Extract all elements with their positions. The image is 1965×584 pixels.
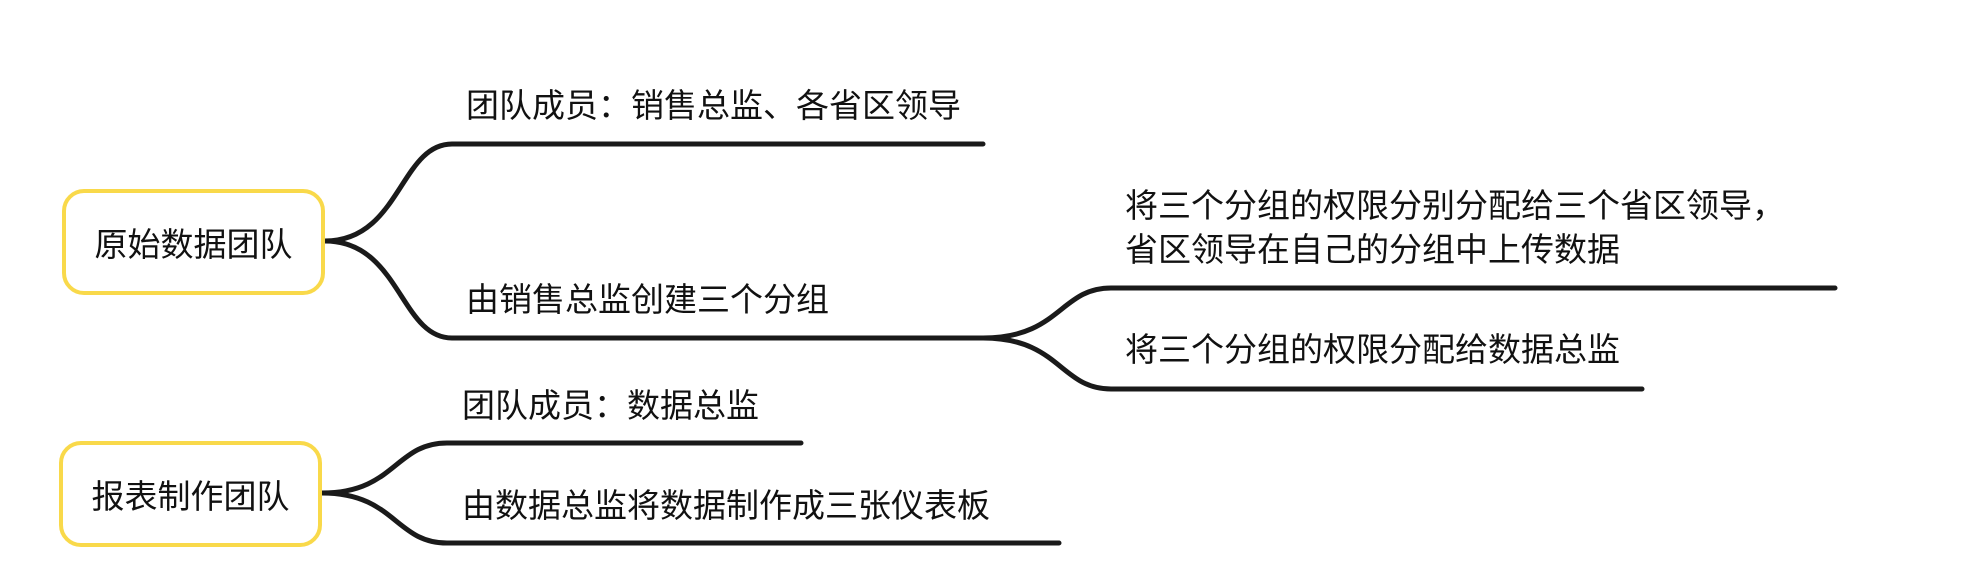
connector-root2-branch2: [319, 490, 1062, 546]
connector-root1-branch2: [322, 238, 986, 341]
connector-branch2-child2: [980, 335, 1645, 392]
child-label-assign-to-data-director: 将三个分组的权限分配给数据总监: [1125, 330, 1620, 369]
root-node-label: 原始数据团队: [94, 225, 293, 264]
child-label-line: 将三个分组的权限分别分配给三个省区领导，: [1125, 186, 1785, 225]
child-label-assign-to-province-leaders: 将三个分组的权限分别分配给三个省区领导， 省区领导在自己的分组中上传数据: [1125, 184, 1785, 272]
root-node-label: 报表制作团队: [91, 477, 290, 516]
branch-label-create-groups: 由销售总监创建三个分组: [466, 280, 829, 319]
root-node-raw-data-team[interactable]: 原始数据团队: [62, 189, 325, 295]
child-label-line: 省区领导在自己的分组中上传数据: [1125, 230, 1620, 269]
branch-label-team-members: 团队成员：数据总监: [462, 386, 759, 425]
connector-root1-branch1: [322, 141, 986, 244]
branch-label-make-dashboards: 由数据总监将数据制作成三张仪表板: [462, 486, 990, 525]
connector-branch2-child1: [980, 285, 1838, 341]
root-node-report-team[interactable]: 报表制作团队: [59, 441, 322, 547]
connector-root2-branch1: [319, 440, 804, 496]
branch-label-team-members: 团队成员：销售总监、各省区领导: [466, 86, 961, 125]
